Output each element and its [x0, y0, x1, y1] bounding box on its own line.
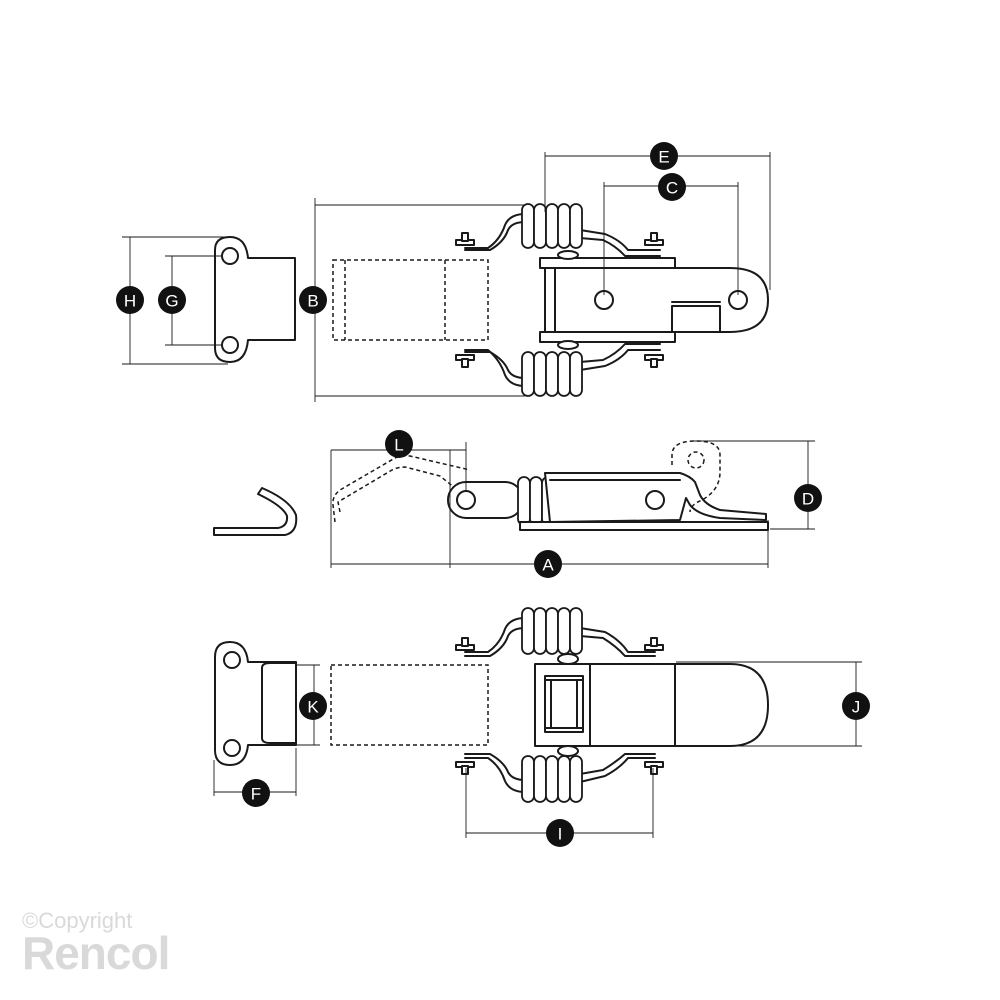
latch-base-top — [539, 250, 769, 350]
dimension-badge-b: B — [299, 286, 327, 314]
dimension-badge-d: D — [794, 484, 822, 512]
lever-side — [519, 472, 769, 531]
upper-wire-bottom — [464, 617, 526, 653]
dimension-label-i: I — [558, 825, 563, 844]
dimension-badge-l: L — [385, 430, 413, 458]
dimension-label-b: B — [307, 292, 318, 311]
dimension-label-c: C — [666, 179, 678, 198]
keeper-plate-bottom — [214, 641, 297, 766]
spring-upper-top — [521, 203, 583, 249]
dimension-label-k: K — [307, 698, 319, 717]
dimension-badge-e: E — [650, 142, 678, 170]
bottom-view — [213, 607, 862, 838]
dimension-label-l: L — [394, 436, 403, 455]
watermark-copyright: ©Copyright — [22, 908, 133, 933]
hook-hidden-side — [332, 455, 471, 523]
dimension-badge-a: A — [534, 550, 562, 578]
lever-open-hidden — [671, 440, 721, 513]
keeper-plate-top — [214, 236, 296, 363]
dimension-label-g: G — [165, 292, 178, 311]
side-view — [213, 440, 815, 568]
rivets-bottom — [455, 637, 664, 775]
dimension-badge-i: I — [546, 819, 574, 847]
lower-wire-bottom — [464, 757, 526, 793]
dimension-label-a: A — [542, 556, 554, 575]
spring-lower-bottom — [521, 755, 583, 803]
keeper-side-profile — [213, 487, 298, 536]
dimension-label-d: D — [802, 490, 814, 509]
dimension-badge-f: F — [242, 779, 270, 807]
rivets-top — [455, 232, 664, 368]
dimension-label-f: F — [251, 785, 261, 804]
upper-wire-top — [464, 213, 526, 249]
dimension-badge-c: C — [658, 173, 686, 201]
dimension-badge-k: K — [299, 692, 327, 720]
spring-upper-bottom — [521, 607, 583, 655]
dimension-badge-j: J — [842, 692, 870, 720]
dimension-label-e: E — [658, 148, 669, 167]
hook-hidden-bottom — [330, 664, 489, 746]
hook-link-side — [447, 481, 524, 519]
dimension-badge-h: H — [116, 286, 144, 314]
spring-lower-top — [521, 351, 583, 397]
hook-hidden-top — [332, 259, 489, 341]
dimension-label-h: H — [124, 292, 136, 311]
dimension-badge-g: G — [158, 286, 186, 314]
latch-lever-bottom — [534, 653, 769, 757]
watermark-brand: Rencol — [22, 927, 170, 979]
dimension-label-j: J — [852, 698, 861, 717]
